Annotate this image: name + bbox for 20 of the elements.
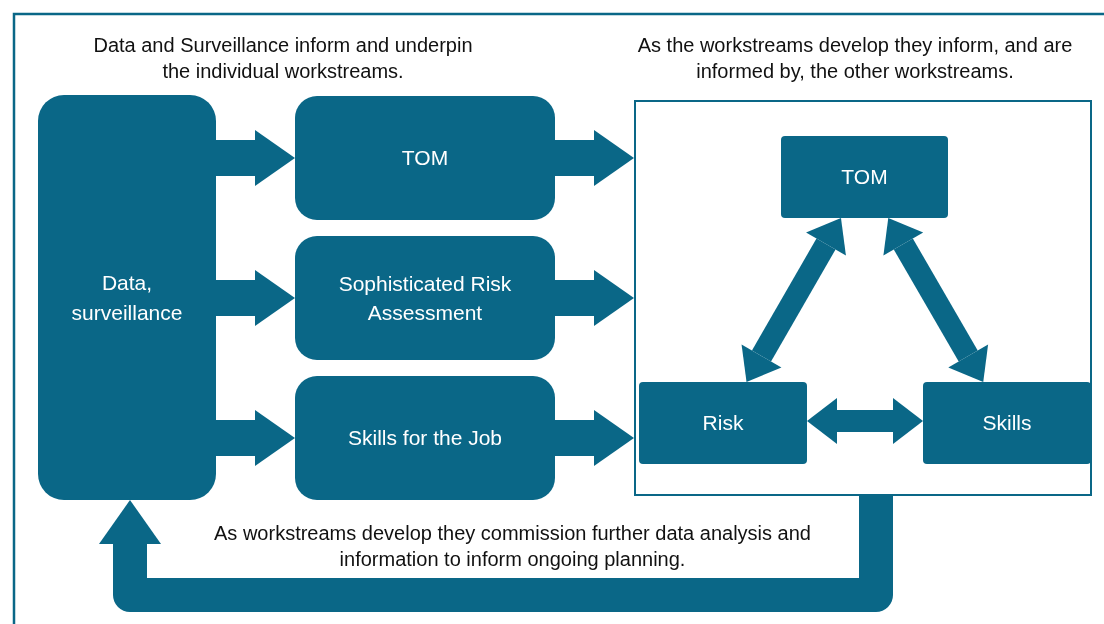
note-text: As workstreams develop they commission further data analysis and information to inform ongoing planning. bbox=[213, 521, 812, 572]
block-arrow bbox=[216, 130, 295, 186]
block-arrow bbox=[741, 218, 846, 382]
note-text: Data and Surveillance inform and underpin the individual workstreams. bbox=[92, 33, 474, 84]
process-box: TOM bbox=[781, 136, 948, 218]
block-arrow bbox=[555, 270, 634, 326]
block-arrow bbox=[807, 398, 923, 444]
block-arrow bbox=[555, 130, 634, 186]
process-box: Sophisticated Risk Assessment bbox=[295, 236, 555, 360]
process-box: TOM bbox=[295, 96, 555, 220]
block-arrow bbox=[883, 218, 989, 382]
note-text: As the workstreams develop they inform, and are informed by, the other workstreams. bbox=[636, 33, 1074, 84]
block-arrow bbox=[216, 410, 295, 466]
process-box: Data, surveillance bbox=[38, 95, 216, 500]
process-box: Skills for the Job bbox=[295, 376, 555, 500]
process-box: Risk bbox=[639, 382, 807, 464]
container-box bbox=[634, 100, 1092, 496]
process-box: Skills bbox=[923, 382, 1091, 464]
block-arrow bbox=[216, 270, 295, 326]
block-arrow bbox=[555, 410, 634, 466]
